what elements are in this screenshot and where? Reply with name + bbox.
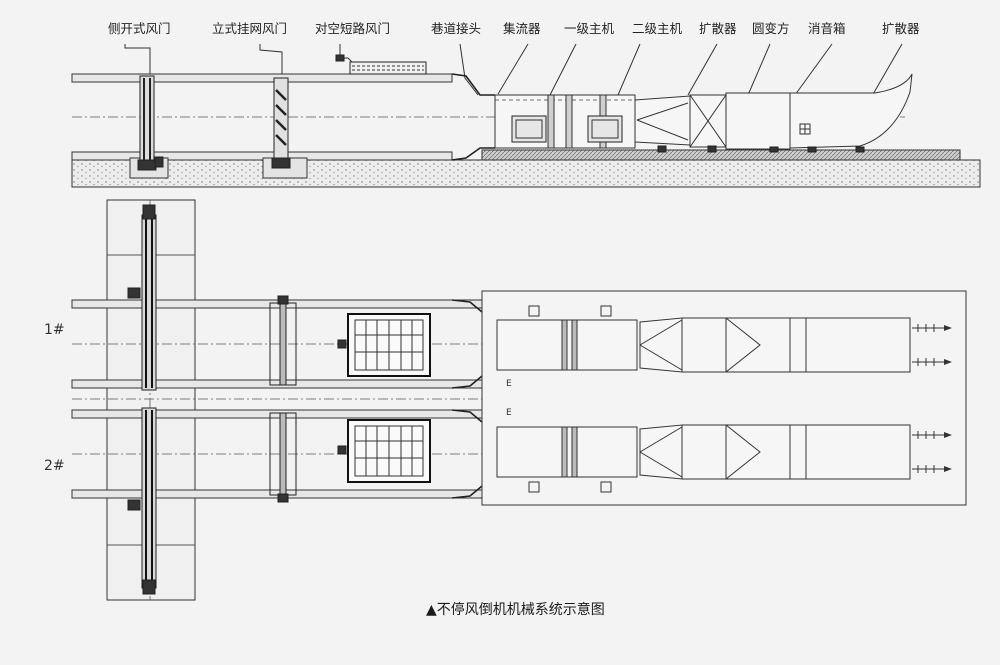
tunnel2-bottom-wall [71,489,483,499]
label-round-to-square: 圆变方 [752,21,790,36]
tunnel1-top-wall [71,299,483,309]
svg-text:E: E [506,408,512,418]
silencer-transition [725,92,791,150]
label-short-circuit-door: 对空短路风门 [315,21,390,36]
unit1-fan-train [496,305,952,373]
roadway-joint-bottom [451,147,495,161]
roadway-joint-top [451,73,495,96]
label-diffuser-outlet: 扩散器 [882,21,920,36]
net-door-plan [269,295,297,503]
label-secondary-fan: 二级主机 [632,21,683,36]
label-collector: 集流器 [503,21,541,36]
outlet-diffuser-top [789,73,913,149]
unit2-label: 2# [44,458,65,474]
label-side-door: 侧开式风门 [108,21,171,36]
net-door-top [271,77,291,169]
diagram-caption: ▲不停风倒机机械系统示意图 [426,601,605,618]
tunnel-bottom-wall [71,151,453,161]
fan-rail [481,149,961,161]
unit1-label: 1# [44,322,65,338]
svg-text:E: E [506,379,512,389]
short-circuit-door-top [335,54,427,75]
label-vertical-net-door: 立式挂网风门 [212,21,287,36]
unit2-fan-train [496,424,952,493]
label-silencer: 消音箱 [808,21,846,36]
side-door-top [137,75,164,171]
ground-base [71,159,981,188]
tunnel2-top-wall [71,409,483,419]
short-circuit-door-plan [337,313,431,483]
tunnel1-bottom-wall [71,379,483,389]
side-view [71,54,981,188]
top-labels: 侧开式风门 立式挂网风门 对空短路风门 巷道接头 集流器 一级主机 二级主机 扩… [108,21,920,36]
label-primary-fan: 一级主机 [564,21,615,36]
label-diffuser: 扩散器 [699,21,737,36]
leader-lines [124,43,903,97]
tunnel-top-wall [71,73,453,83]
plan-view: E E 1# 2# [44,199,967,601]
label-roadway-joint: 巷道接头 [431,21,481,36]
side-door-plan [127,204,157,595]
